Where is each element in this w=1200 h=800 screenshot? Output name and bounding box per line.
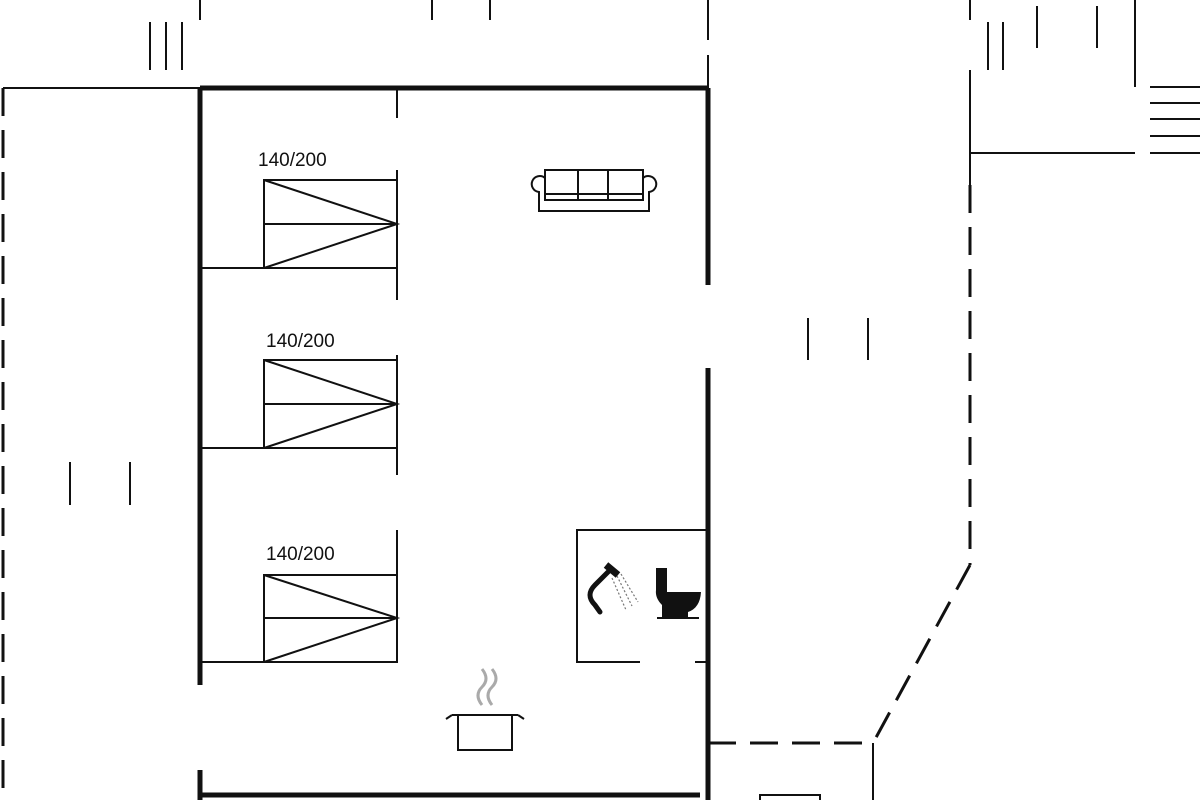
- cooking-pot-icon: [445, 668, 525, 751]
- stairs-icon: [1150, 86, 1200, 154]
- bed-icon: [263, 574, 401, 663]
- sofa-icon: [530, 169, 658, 212]
- shower-icon: [587, 562, 639, 615]
- bed-icon: [263, 179, 401, 269]
- bed-size-label: 140/200: [258, 150, 327, 171]
- bed-size-label: 140/200: [266, 331, 335, 352]
- window-marks: [69, 0, 1098, 505]
- walls: [1, 0, 1136, 800]
- bed-icon: [263, 359, 401, 449]
- toilet-icon: [655, 568, 701, 619]
- bed-size-label: 140/200: [266, 544, 335, 565]
